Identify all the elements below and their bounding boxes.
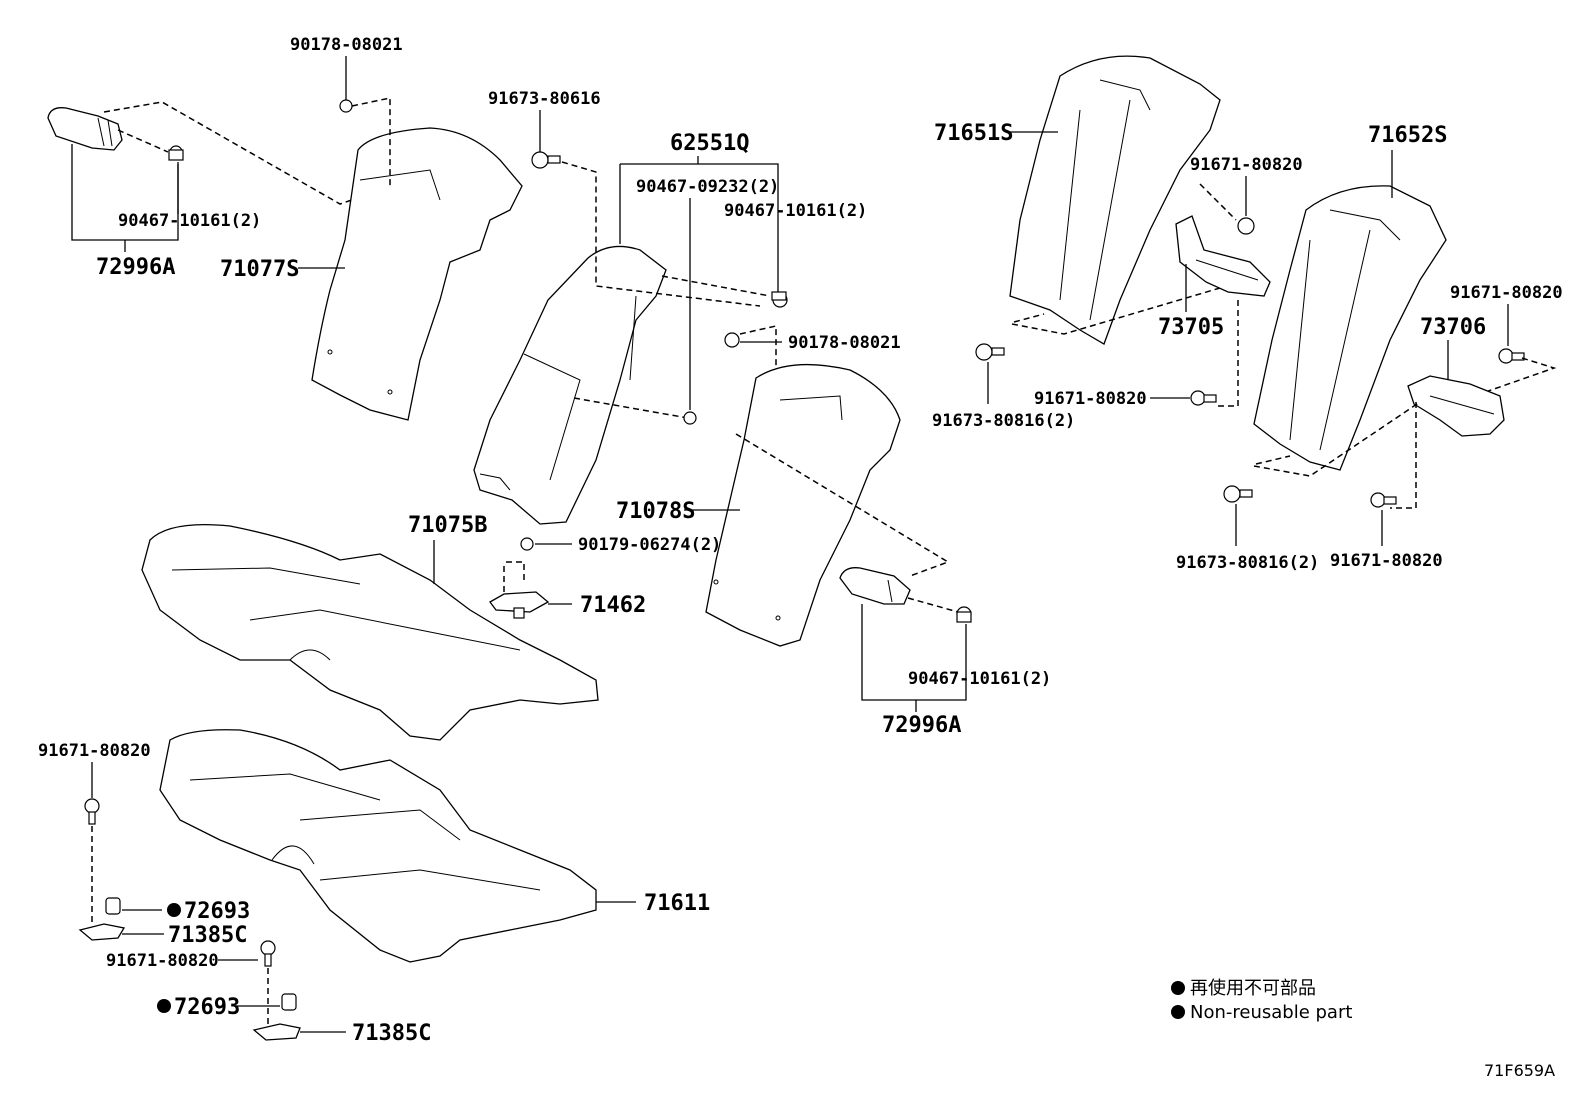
fastener-90178-top [339,99,353,113]
fastener-90467-right [956,606,972,623]
label-90467-10161-mid: 90467-10161(2) [724,201,867,221]
diagram-code: 71F659A [1484,1061,1555,1080]
label-91671-80820-r1: 91671-80820 [1190,155,1303,175]
label-90467-10161-right: 90467-10161(2) [908,669,1051,689]
legend-bullet-jp [1171,981,1185,995]
label-71385c-a: 71385C [168,923,247,948]
fastener-91671-r3 [1498,348,1525,364]
part-71385c-b[interactable] [252,1023,301,1041]
fastener-90178-mid [724,332,740,348]
label-73706: 73706 [1420,315,1486,340]
label-72996a-left: 72996A [96,255,175,280]
label-91671-80820-r2: 91671-80820 [1034,389,1147,409]
part-72693-b[interactable] [281,993,297,1011]
label-90179-06274: 90179-06274(2) [578,535,721,555]
fastener-91671-bl-top [84,798,100,825]
legend-text-en: Non-reusable part [1190,1002,1352,1023]
fastener-91673-r1 [975,343,1005,361]
fastener-91671-r1 [1237,217,1255,235]
part-73706[interactable] [1407,375,1505,437]
label-72996a-right: 72996A [882,713,961,738]
label-62551q: 62551Q [670,131,749,156]
fastener-91673-r2 [1223,485,1253,503]
part-72693-a[interactable] [105,897,121,915]
part-71385c-a[interactable] [78,923,126,941]
fastener-91673-80616 [531,151,561,169]
label-71075b: 71075B [408,513,487,538]
legend-bullet-en [1171,1005,1185,1019]
label-91671-80820-r3: 91671-80820 [1450,283,1563,303]
label-90467-10161-left: 90467-10161(2) [118,211,261,231]
label-91673-80816-a: 91673-80816(2) [932,411,1075,431]
part-73705[interactable] [1175,215,1271,297]
label-72693-b: 72693 [174,995,240,1020]
label-71651s: 71651S [934,121,1013,146]
label-71652s: 71652S [1368,123,1447,148]
label-71078s: 71078S [616,499,695,524]
non-reusable-marker-b [157,999,171,1013]
label-91671-80820-bl-mid: 91671-80820 [106,951,219,971]
label-90178-08021-mid: 90178-08021 [788,333,901,353]
part-71077s[interactable] [311,127,523,421]
label-71611: 71611 [644,891,710,916]
label-91673-80616: 91673-80616 [488,89,601,109]
part-71652s[interactable] [1253,185,1447,471]
legend-text-jp: 再使用不可部品 [1190,978,1316,999]
fastener-90467-mid [771,291,788,308]
label-71385c-b: 71385C [352,1021,431,1046]
part-72996a-right[interactable] [839,567,911,605]
part-71075b[interactable] [141,523,599,741]
label-72693-a: 72693 [184,899,250,924]
part-71611[interactable] [159,729,597,963]
part-72996a-left[interactable] [47,107,123,151]
label-90467-09232: 90467-09232(2) [636,177,779,197]
label-71077s: 71077S [220,257,299,282]
part-71462[interactable] [489,591,550,619]
label-73705: 73705 [1158,315,1224,340]
fastener-90467-09232 [683,411,697,425]
fastener-91671-bl-mid [260,940,276,967]
part-71651s[interactable] [1009,55,1221,345]
label-91673-80816-b: 91673-80816(2) [1176,553,1319,573]
non-reusable-marker-a [167,903,181,917]
label-71462: 71462 [580,593,646,618]
label-90178-08021-top: 90178-08021 [290,35,403,55]
fastener-91671-r2 [1190,390,1217,406]
label-91671-80820-r4: 91671-80820 [1330,551,1443,571]
fastener-90179 [520,537,534,551]
label-91671-80820-bl-top: 91671-80820 [38,741,151,761]
legend: 再使用不可部品 Non-reusable part [1171,978,1352,1023]
fastener-91671-r4 [1370,492,1397,508]
part-71078s[interactable] [705,363,901,647]
fastener-90467-left [168,145,184,161]
part-62551q[interactable] [473,245,667,525]
